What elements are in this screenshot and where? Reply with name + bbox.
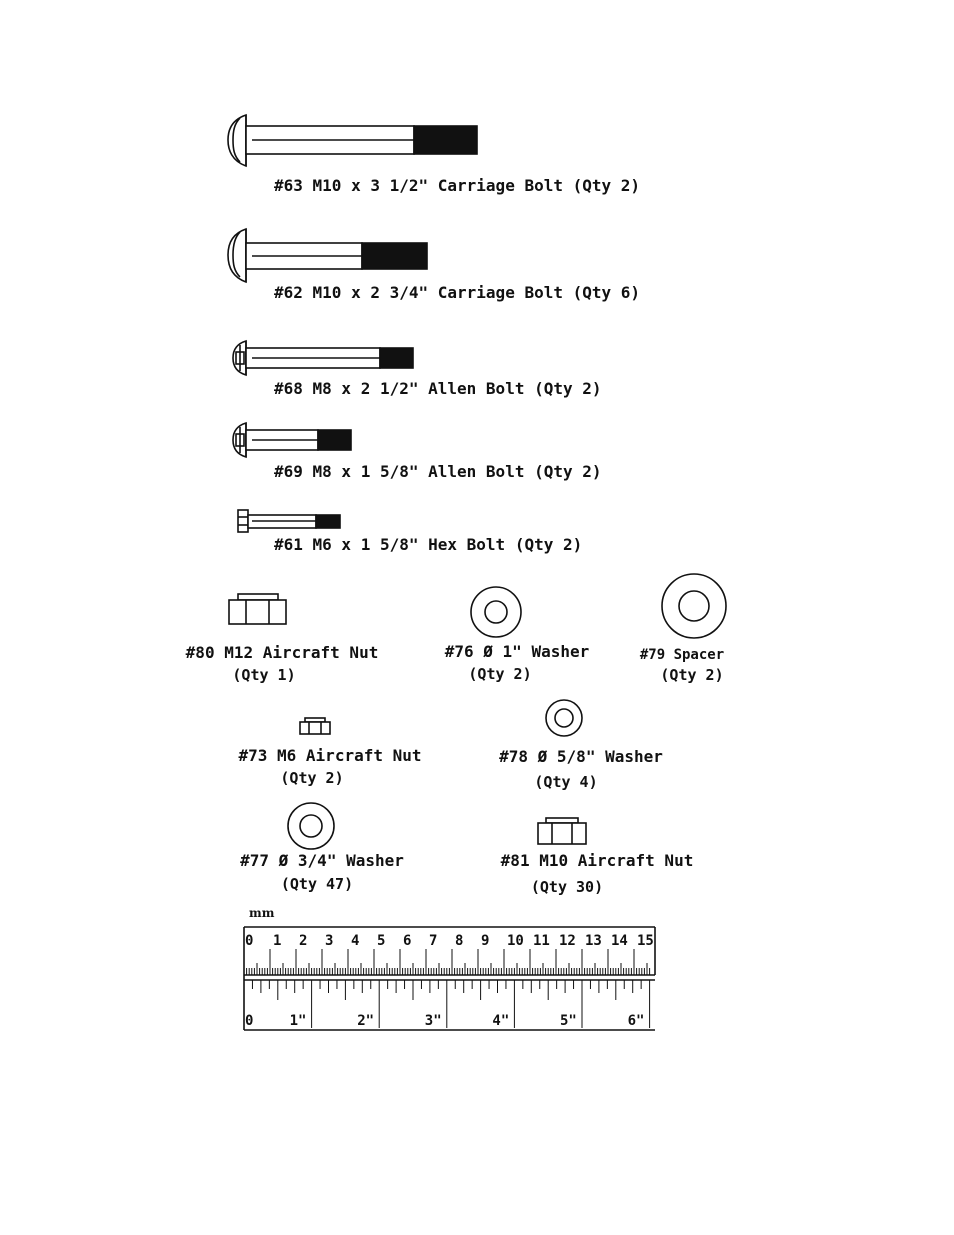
aircraft-nut-81-icon: [537, 817, 587, 845]
ruler-mm-label: 9: [481, 933, 490, 949]
washer-76-icon: [470, 586, 522, 638]
ruler-inch-label: 5": [560, 1013, 577, 1029]
ruler-mm-label: 0: [245, 933, 254, 949]
part-77-qty: (Qty 47): [280, 875, 354, 893]
part-76-qty: (Qty 2): [468, 665, 532, 683]
part-78-label: #78 Ø 5/8" Washer: [499, 747, 663, 766]
ruler-inch-label: 4": [492, 1013, 510, 1029]
ruler-inch-label: 0: [245, 1013, 254, 1029]
ruler-mm-label: 3: [325, 933, 334, 949]
ruler-mm-label: 6: [403, 933, 412, 949]
allen-bolt-69-icon: [232, 421, 352, 459]
ruler-mm-label: 14: [611, 933, 628, 949]
ruler-inch-label: 6": [627, 1013, 645, 1029]
carriage-bolt-62-icon: [227, 227, 428, 284]
part-68-label: #68 M8 x 2 1/2" Allen Bolt (Qty 2): [274, 379, 602, 398]
part-73-label: #73 M6 Aircraft Nut: [238, 746, 422, 765]
ruler-mm-label: 5: [377, 933, 386, 949]
aircraft-nut-73-icon: [299, 717, 331, 735]
ruler-mm-label: 10: [507, 933, 524, 949]
washer-77-icon: [287, 802, 335, 850]
ruler-mm-label: 7: [429, 933, 438, 949]
ruler-inch-label: 3": [424, 1013, 442, 1029]
ruler-mm-label: 2: [299, 933, 308, 949]
ruler-mm-label: 12: [559, 933, 576, 949]
ruler-mm-label: 4: [351, 933, 360, 949]
washer-78-icon: [545, 699, 583, 737]
allen-bolt-68-icon: [232, 339, 414, 377]
part-79-label: #79 Spacer: [639, 647, 725, 663]
part-77-label: #77 Ø 3/4" Washer: [240, 851, 404, 870]
part-76-label: #76 Ø 1" Washer: [444, 642, 590, 661]
ruler-mm-label: 11: [533, 933, 550, 949]
ruler-inch-label: 2": [357, 1013, 375, 1029]
ruler-mm-label: 8: [455, 933, 464, 949]
spacer-79-icon: [661, 573, 727, 639]
ruler-mm-label: 13: [585, 933, 602, 949]
part-62-label: #62 M10 x 2 3/4" Carriage Bolt (Qty 6): [274, 283, 641, 302]
part-63-label: #63 M10 x 3 1/2" Carriage Bolt (Qty 2): [274, 176, 641, 195]
part-78-qty: (Qty 4): [534, 773, 598, 791]
part-73-qty: (Qty 2): [280, 769, 344, 787]
part-81-label: #81 M10 Aircraft Nut: [500, 851, 694, 870]
ruler-mm-label: 1: [273, 933, 282, 949]
hex-bolt-61-icon: [237, 509, 341, 533]
ruler-mm-label: 15: [637, 933, 654, 949]
ruler-inch-label: 1": [289, 1013, 307, 1029]
part-69-label: #69 M8 x 1 5/8" Allen Bolt (Qty 2): [274, 462, 602, 481]
part-79-qty: (Qty 2): [660, 666, 724, 684]
ruler-icon: [243, 926, 656, 1031]
part-81-qty: (Qty 30): [530, 878, 604, 896]
part-80-qty: (Qty 1): [232, 666, 296, 684]
carriage-bolt-63-icon: [227, 113, 478, 168]
part-61-label: #61 M6 x 1 5/8" Hex Bolt (Qty 2): [274, 535, 583, 554]
ruler-unit-label: mm: [249, 906, 275, 920]
aircraft-nut-80-icon: [228, 593, 287, 625]
part-80-label: #80 M12 Aircraft Nut: [185, 643, 379, 662]
